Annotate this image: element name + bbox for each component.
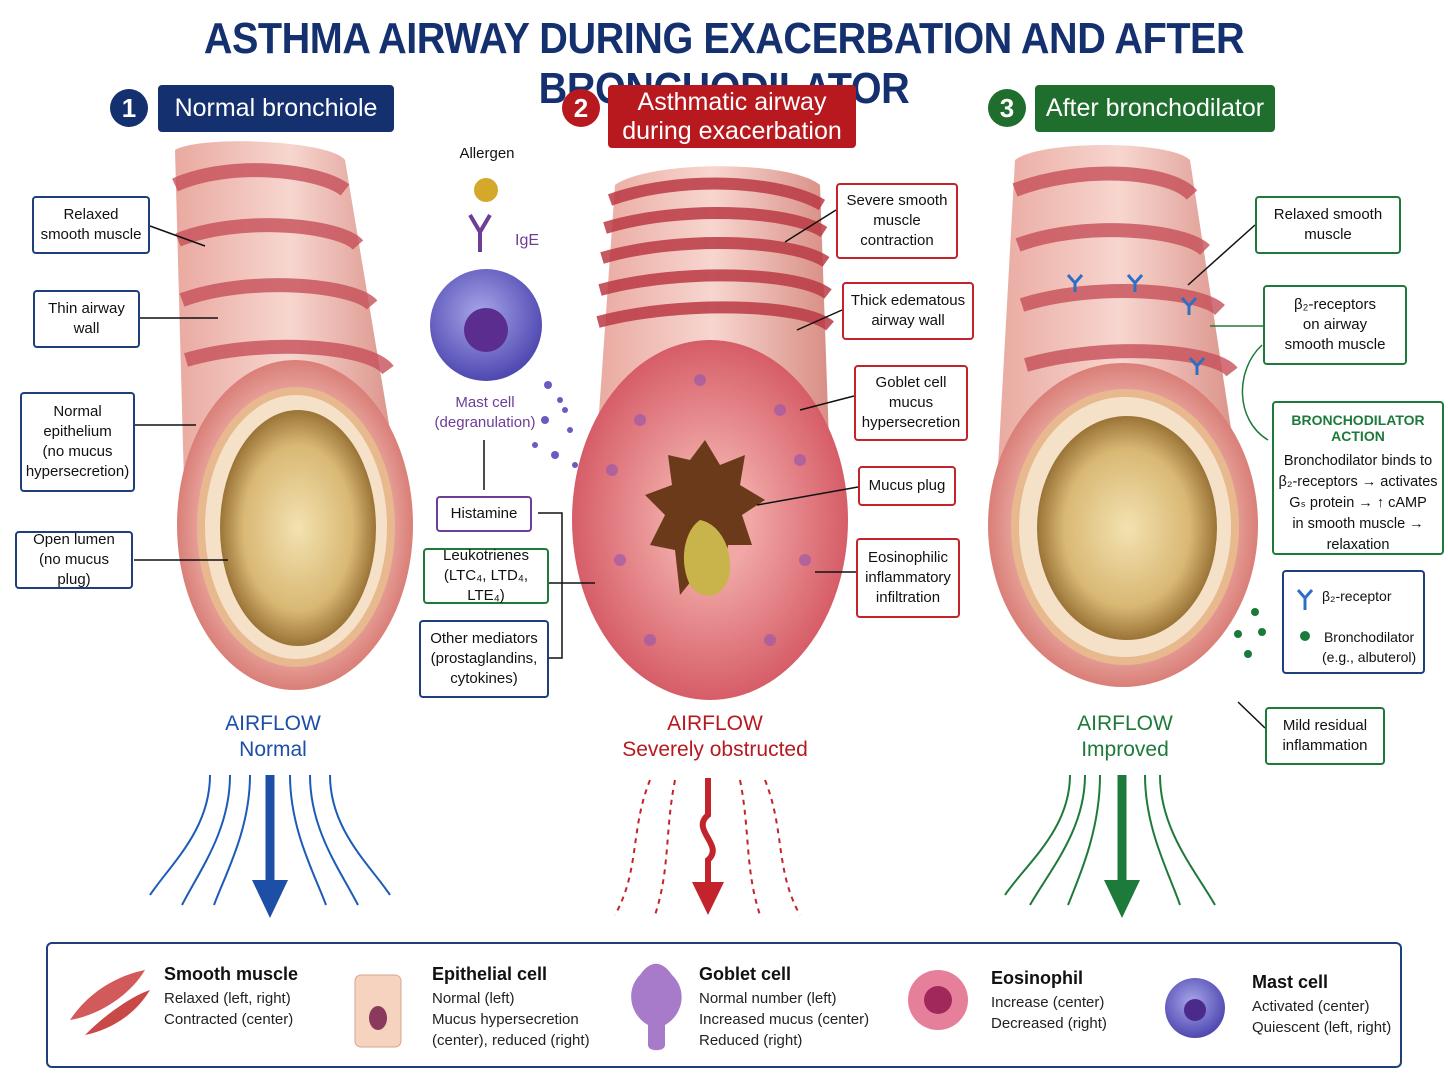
action-text: Bronchodilator binds to β₂-receptors → a… xyxy=(1278,453,1438,553)
airflow-status: Improved xyxy=(1081,738,1169,761)
label-goblet-hypersecretion: Goblet cell mucus hypersecretion xyxy=(854,365,968,441)
legend-title: Mast cell xyxy=(1252,972,1329,992)
label-open-lumen: Open lumen (no mucus plug) xyxy=(15,531,133,589)
bronchodilator-action-box: BRONCHODILATOR ACTION Bronchodilator bin… xyxy=(1272,401,1444,555)
airflow-status: Severely obstructed xyxy=(622,738,808,761)
normal-bronchiole-illustration xyxy=(172,141,413,690)
asthmatic-airway-illustration xyxy=(572,166,848,700)
legend-item-mast-cell: Mast cell Activated (center) Quiescent (… xyxy=(1252,972,1391,1038)
legend-title: Smooth muscle xyxy=(164,964,299,984)
mast-cell-illustration xyxy=(430,178,578,468)
label-normal-epithelium: Normal epithelium (no mucus hypersecreti… xyxy=(20,392,135,492)
after-bronchodilator-illustration xyxy=(988,145,1258,687)
legend-text: Relaxed (left, right) Contracted (center… xyxy=(164,990,294,1028)
legend-text: Activated (center) Quiescent (left, righ… xyxy=(1252,998,1392,1036)
panel-2-number: 2 xyxy=(562,89,600,127)
panel-3-number: 3 xyxy=(988,89,1026,127)
label-thin-airway-wall: Thin airway wall xyxy=(33,290,140,348)
ige-label: IgE xyxy=(515,232,540,249)
action-title: BRONCHODILATOR ACTION xyxy=(1291,412,1425,444)
label-relaxed-smooth-muscle-right: Relaxed smooth muscle xyxy=(1255,196,1401,254)
legend-title: Eosinophil xyxy=(991,968,1083,988)
key-bronchodilator-label: Bronchodilator (e.g., albuterol) xyxy=(1322,629,1417,665)
airflow-status: Normal xyxy=(239,738,307,761)
airflow-normal: AIRFLOW Normal xyxy=(180,711,366,763)
legend-title: Goblet cell xyxy=(699,964,792,984)
beta2-receptor-icons xyxy=(1066,274,1206,375)
legend-item-eosinophil: Eosinophil Increase (center) Decreased (… xyxy=(991,968,1107,1034)
label-other-mediators: Other mediators (prostaglandins, cytokin… xyxy=(419,620,549,698)
airflow-arrows xyxy=(149,774,1216,918)
legend-item-smooth-muscle: Smooth muscle Relaxed (left, right) Cont… xyxy=(164,964,298,1030)
legend-text: Increase (center) Decreased (right) xyxy=(991,994,1107,1032)
mast-cell-label: Mast cell (degranulation) xyxy=(434,394,536,431)
legend-item-goblet-cell: Goblet cell Normal number (left) Increas… xyxy=(699,964,869,1051)
panel-2-heading: Asthmatic airway during exacerbation xyxy=(608,85,856,148)
key-receptor-label: β₂-receptor xyxy=(1322,588,1392,604)
label-thick-edematous-wall: Thick edematous airway wall xyxy=(842,282,974,340)
receptor-key-box: β₂-receptor Bronchodilator (e.g., albute… xyxy=(1282,570,1425,674)
label-mucus-plug: Mucus plug xyxy=(858,466,956,506)
label-histamine: Histamine xyxy=(436,496,532,532)
legend-title: Epithelial cell xyxy=(432,964,548,984)
legend-text: Normal (left) Mucus hypersecretion (cent… xyxy=(432,990,590,1049)
airflow-improved: AIRFLOW Improved xyxy=(1030,711,1220,763)
panel-1-number: 1 xyxy=(110,89,148,127)
leader-lines xyxy=(130,209,1266,729)
airflow-label: AIRFLOW xyxy=(1077,712,1173,735)
legend-icons xyxy=(70,963,1225,1051)
label-beta2-receptors: β₂-receptors on airway smooth muscle xyxy=(1263,285,1407,365)
panel-3-heading: After bronchodilator xyxy=(1035,85,1275,132)
airflow-label: AIRFLOW xyxy=(225,712,321,735)
airflow-obstructed: AIRFLOW Severely obstructed xyxy=(605,711,825,763)
key-receptor-shape xyxy=(1296,589,1314,610)
label-eosinophilic-infiltration: Eosinophilic inflammatory infiltration xyxy=(856,538,960,618)
label-severe-contraction: Severe smooth muscle contraction xyxy=(836,183,958,259)
label-relaxed-smooth-muscle: Relaxed smooth muscle xyxy=(32,196,150,254)
label-mild-residual-inflammation: Mild residual inflammation xyxy=(1265,707,1385,765)
airflow-label: AIRFLOW xyxy=(667,712,763,735)
legend-item-epithelial-cell: Epithelial cell Normal (left) Mucus hype… xyxy=(432,964,590,1051)
legend-text: Normal number (left) Increased mucus (ce… xyxy=(699,990,870,1049)
label-leukotrienes: Leukotrienes (LTC₄, LTD₄, LTE₄) xyxy=(423,547,549,604)
panel-1-heading: Normal bronchiole xyxy=(158,85,394,132)
legend-box xyxy=(46,942,1402,1068)
allergen-label: Allergen xyxy=(459,145,515,162)
